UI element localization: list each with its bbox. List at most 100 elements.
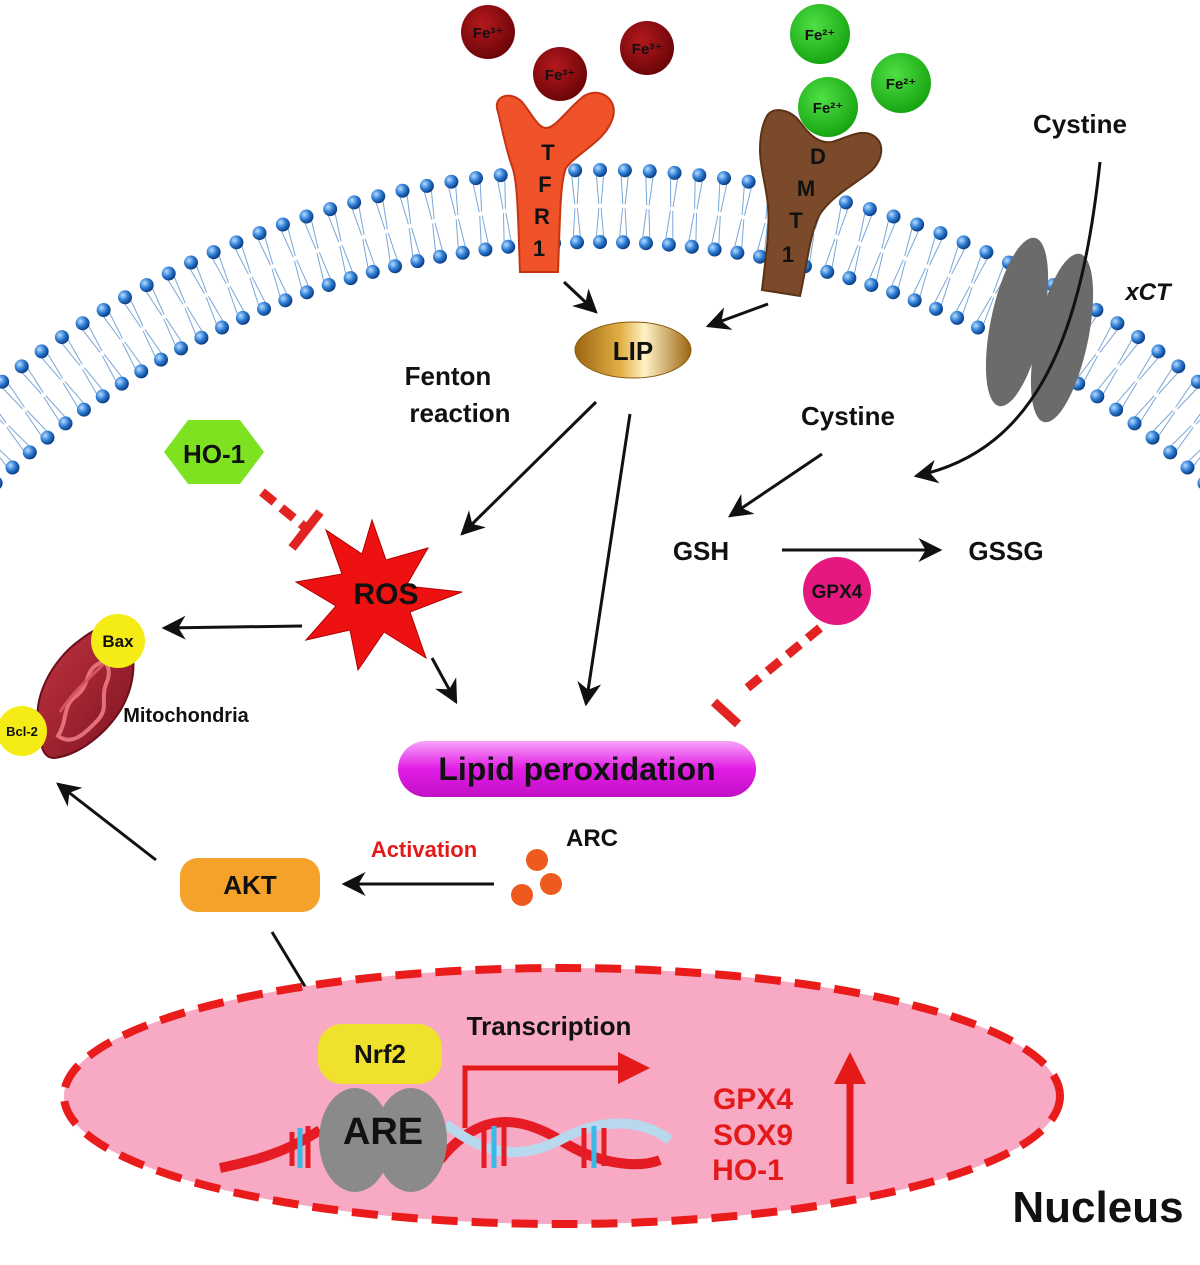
gsh-label: GSH <box>673 536 729 566</box>
bax-label: Bax <box>102 632 134 651</box>
lipid-head <box>730 245 745 260</box>
tfr1-letter: 1 <box>533 236 545 261</box>
lipid-head <box>194 330 209 345</box>
lipid-head <box>469 171 484 186</box>
lipid-head <box>617 163 632 178</box>
arc-label: ARC <box>566 825 618 852</box>
lipid-head <box>174 341 189 356</box>
lipid-head <box>154 352 168 367</box>
nucleus-label: Nucleus <box>1012 1183 1183 1232</box>
lipid-head <box>1171 359 1186 374</box>
lipid-head <box>933 226 948 241</box>
fe3-ions: Fe³⁺ Fe³⁺ Fe³⁺ <box>461 5 674 101</box>
lipid-head <box>455 245 470 260</box>
tfr1-letter: T <box>541 140 555 165</box>
lipid-head <box>321 277 336 292</box>
arc-particles <box>511 849 562 906</box>
lipid-head <box>1131 330 1146 345</box>
tfr1-to-lip-arrow <box>562 280 598 314</box>
lipid-head <box>229 235 244 250</box>
ros-to-mitochondria-arrow <box>161 615 303 640</box>
lipid-head <box>134 364 149 379</box>
lipid-head <box>907 293 922 308</box>
lipid-head <box>707 242 722 257</box>
lipid-head <box>58 416 73 431</box>
fenton-label-line1: Fenton <box>405 361 492 391</box>
gpx4-node: GPX4 <box>803 557 871 625</box>
lipid-head <box>34 344 49 359</box>
tfr1-receptor: T F R 1 <box>495 91 615 273</box>
lipid-head <box>638 236 653 251</box>
lipid-head <box>75 316 90 331</box>
lipid-head <box>347 195 362 210</box>
gssg-label: GSSG <box>968 536 1043 566</box>
mitochondria: Bax Bcl-2 <box>0 614 145 760</box>
lipid-tail <box>0 413 7 423</box>
lipid-head <box>96 302 111 317</box>
lipid-head <box>838 195 853 210</box>
lipid-head <box>343 271 358 286</box>
lipid-head <box>886 285 901 300</box>
lipid-head <box>22 445 37 460</box>
gene-gpx4: GPX4 <box>713 1083 793 1116</box>
are-complex: ARE <box>319 1088 447 1192</box>
lipid-head <box>206 245 221 260</box>
lipid-head <box>388 259 403 274</box>
dna-helix <box>219 1117 673 1173</box>
lipid-head <box>1089 302 1104 317</box>
lipid-head <box>444 174 459 189</box>
mitochondria-label: Mitochondria <box>123 705 249 727</box>
lipid-head <box>667 165 682 180</box>
ros-node: ROS <box>294 518 463 672</box>
gpx4-inhibits-lipid-peroxidation <box>710 624 823 728</box>
lipid-head <box>568 163 583 178</box>
cystine-to-gsh-arrow <box>728 452 823 518</box>
ho1-label: HO-1 <box>183 439 245 469</box>
transcription-label: Transcription <box>467 1011 632 1041</box>
cystine-inner-label: Cystine <box>801 401 895 431</box>
cystine-outer-label: Cystine <box>1033 109 1127 139</box>
xct-label: xCT <box>1123 279 1173 306</box>
lipid-peroxidation-label: Lipid peroxidation <box>438 751 715 787</box>
lipid-head <box>842 271 857 286</box>
lipid-head <box>1163 445 1178 460</box>
lipid-head <box>741 174 756 189</box>
lipid-tail <box>1193 413 1200 423</box>
lipid-head <box>14 359 29 374</box>
cystine-import-arrow <box>913 161 1102 484</box>
lipid-head <box>275 217 290 232</box>
tfr1-letter: R <box>534 204 550 229</box>
lipid-head <box>278 293 293 308</box>
lipid-head <box>661 237 676 252</box>
lipid-peroxidation-node: Lipid peroxidation <box>398 741 756 797</box>
transcription-arrow <box>462 1065 618 1128</box>
bcl2-label: Bcl-2 <box>6 724 38 739</box>
lipid-head <box>593 163 607 177</box>
lipid-head <box>1180 460 1195 475</box>
lipid-head <box>820 264 835 279</box>
fe2-label: Fe²⁺ <box>813 100 843 117</box>
lipid-head <box>299 285 314 300</box>
lipid-head <box>716 171 731 186</box>
ho1-inhibits-ros <box>259 488 324 551</box>
tfr1-letter: F <box>538 172 551 197</box>
lipid-head <box>493 168 508 183</box>
lipid-head <box>395 183 410 198</box>
lipid-head <box>1090 389 1105 404</box>
lipid-head <box>956 235 971 250</box>
lip-label: LIP <box>613 336 653 366</box>
fe3-label: Fe³⁺ <box>473 25 503 42</box>
upregulation-arrowhead <box>834 1052 866 1084</box>
lipid-head <box>1127 416 1142 431</box>
akt-to-mitochondria-arrow <box>56 782 157 862</box>
lipid-head <box>0 477 3 489</box>
lipid-head <box>139 278 154 293</box>
lip-to-lipid-peroxidation-arrow <box>577 413 632 707</box>
dmt1-letter: D <box>810 144 826 169</box>
lipid-head <box>161 266 176 281</box>
lipid-head <box>970 320 985 335</box>
dmt1-to-lip-arrow <box>705 302 769 330</box>
lipid-head <box>1190 374 1200 389</box>
lipid-head <box>615 235 630 250</box>
